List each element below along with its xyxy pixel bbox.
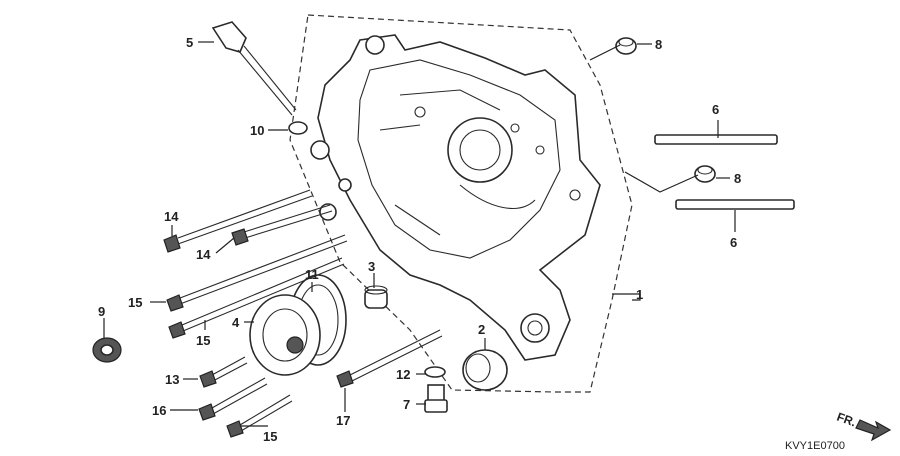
diagram-code: KVY1E0700 [785,440,845,452]
callout-label: 6 [712,102,719,117]
callout-label: 12 [396,367,410,382]
callout-label: 4 [232,315,240,330]
bolt-15-middle [168,257,345,339]
bolt-14-upper [163,189,313,253]
dowel-pin-upper [615,37,637,55]
callout-label: 3 [368,259,375,274]
flange-nut [92,337,122,363]
assembly-outline [289,14,633,393]
callout-label: 16 [152,403,166,418]
stud-bolt-upper [654,134,778,145]
callout-label: 9 [98,304,105,319]
callout-label: 1 [636,287,643,302]
dowel-3 [364,285,388,309]
callout-label: 17 [336,413,350,428]
callout-label: 14 [196,247,211,262]
bolt-13 [199,356,248,388]
callout-label: 13 [165,372,179,387]
callout-label: 6 [730,235,737,250]
callout-label: 8 [655,37,662,52]
o-ring [288,121,308,135]
callout-label: 14 [164,209,179,224]
drain-bolt [424,384,448,413]
front-direction-arrow: FR. [835,410,892,442]
bearing [462,349,508,391]
callout-label: 8 [734,171,741,186]
callout-label: 11 [305,267,319,282]
callout-label: 15 [196,333,210,348]
dowel-pin-lower [694,165,716,183]
callout-label: 7 [403,397,410,412]
callout-label: 10 [250,123,264,138]
bolt-15-upper [166,234,348,312]
sealing-washer [424,366,446,378]
bolt-16 [198,377,268,421]
dipstick [211,21,297,116]
callout-label: 2 [478,322,485,337]
crankcase-cover [310,34,601,361]
leader-lines [103,41,736,427]
stud-bolt-lower [675,199,795,210]
callout-label: 15 [263,429,277,444]
callout-label: 5 [186,35,193,50]
bolt-14-lower [231,204,333,246]
front-label: FR. [835,410,858,430]
bolt-17 [336,329,443,388]
callout-label: 15 [128,295,142,310]
cover-plate [249,294,321,376]
